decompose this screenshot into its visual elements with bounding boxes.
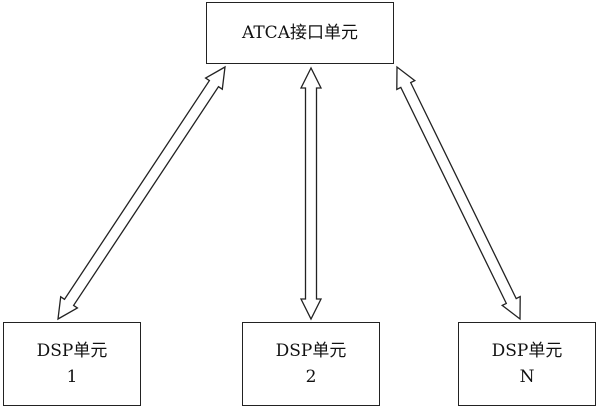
dsp-unit-1-index: 1: [66, 367, 78, 387]
arrow-to-dsp-unit-1: [57, 65, 226, 321]
atca-interface-unit: ATCA接口单元: [206, 2, 394, 64]
arrow-to-dsp-unit-2: [299, 66, 323, 321]
dsp-unit-1-label: DSP单元: [36, 341, 108, 361]
arrow-to-dsp-unit-n: [396, 65, 521, 321]
dsp-unit-n-label: DSP单元: [491, 341, 563, 361]
dsp-unit-2: DSP单元 2: [242, 322, 380, 406]
dsp-unit-1: DSP单元 1: [3, 322, 141, 406]
atca-interface-unit-label: ATCA接口单元: [242, 23, 358, 43]
dsp-unit-2-label: DSP单元: [275, 341, 347, 361]
dsp-unit-2-index: 2: [305, 367, 317, 387]
dsp-unit-n: DSP单元 N: [458, 322, 596, 406]
dsp-unit-n-index: N: [519, 367, 535, 387]
connection-arrows: [57, 65, 521, 321]
